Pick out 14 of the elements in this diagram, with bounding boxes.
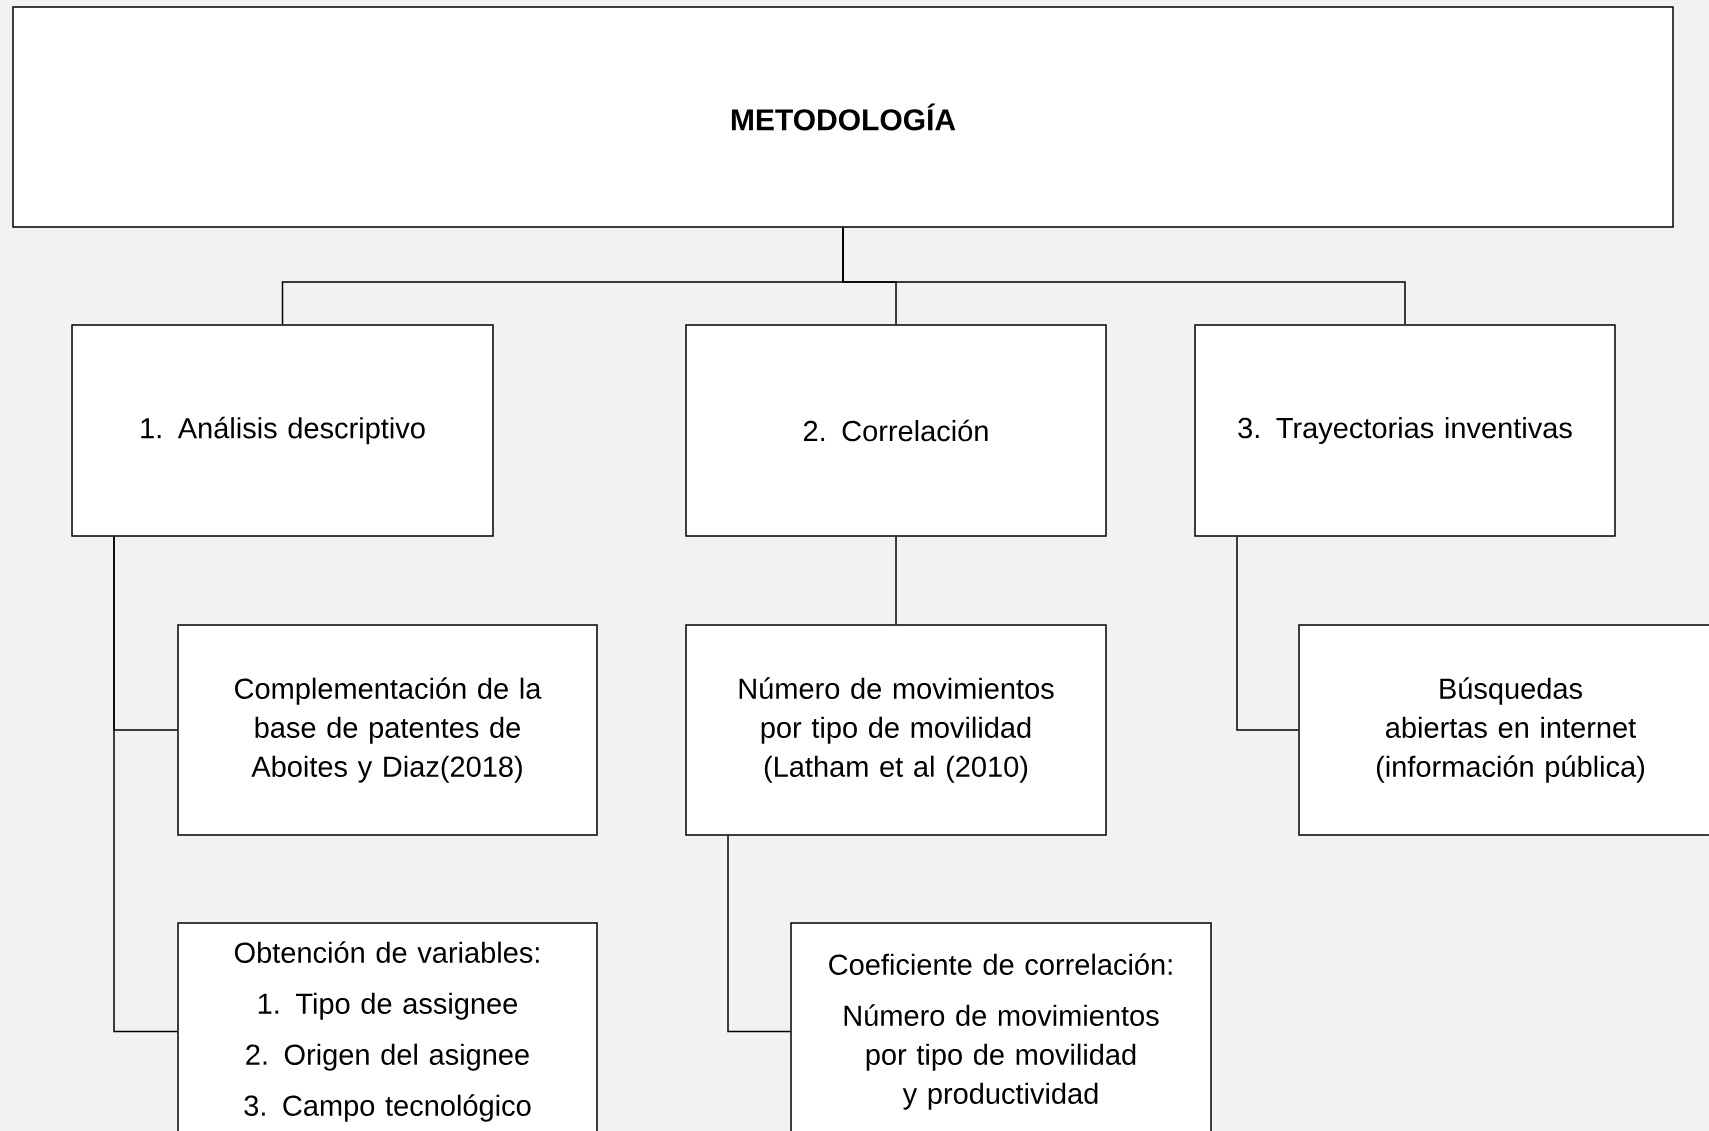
process-box: Coeficiente de correlación: Número de movimientos por tipo de movilidad y productividad [790, 922, 1212, 1131]
process-box: 3. Trayectorias inventivas [1194, 324, 1616, 537]
process-box: METODOLOGÍA [12, 6, 1674, 228]
process-box: 1. Análisis descriptivo [71, 324, 494, 537]
connector-line [842, 227, 1406, 325]
process-box: 2. Correlación [685, 324, 1107, 537]
process-box: Número de movimientos por tipo de movilidad (Latham et al (2010) [685, 624, 1107, 836]
connector-line [1236, 536, 1299, 731]
process-box: Complementación de la base de patentes de Aboites y Diaz(2018) [177, 624, 598, 836]
process-box: Búsquedas abiertas en internet (información pública) [1298, 624, 1709, 836]
connector-line [727, 835, 791, 1033]
connector-line [113, 536, 178, 1033]
process-box: Obtención de variables: 1. Tipo de assignee 2. Origen del asignee 3. Campo tecnológico [177, 922, 598, 1131]
connector-line [895, 536, 897, 625]
